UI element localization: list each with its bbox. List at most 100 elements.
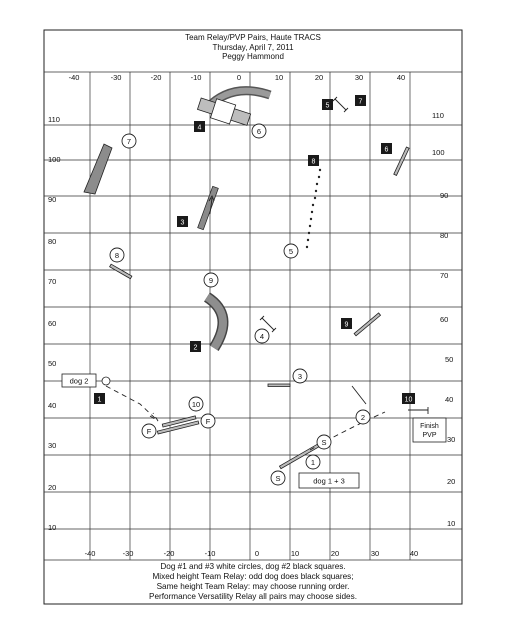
y-tick-right: 50: [445, 355, 453, 364]
y-tick-left: 40: [48, 401, 56, 410]
square-label: 2: [194, 345, 198, 352]
y-tick-right: 80: [440, 231, 448, 240]
circle-label: S: [275, 474, 280, 483]
header-line: Team Relay/PVP Pairs, Haute TRACS: [185, 33, 321, 42]
dog13-box: [298, 472, 360, 489]
circle-marker: [200, 413, 216, 429]
circle-label: 2: [361, 413, 365, 422]
x-tick-top: 40: [397, 73, 405, 82]
circle-label: S: [321, 438, 326, 447]
dog1-path: [309, 411, 386, 451]
square-label: 1: [98, 397, 102, 404]
square-marker: [94, 393, 105, 404]
square-label: 7: [359, 99, 363, 106]
circle-marker: [292, 368, 308, 384]
course-header: Team Relay/PVP Pairs, Haute TRACS Thursd…: [44, 33, 462, 62]
y-tick-left: 110: [48, 115, 60, 124]
square-label: 4: [198, 125, 202, 132]
square-marker: [308, 155, 319, 166]
circle-marker: [316, 434, 332, 450]
x-tick-bottom: 20: [331, 549, 339, 558]
circle-marker: [305, 454, 321, 470]
y-tick-right: 100: [432, 148, 445, 157]
circle-label: 8: [115, 251, 119, 260]
circle-marker: [188, 396, 204, 412]
dog2-box: [61, 373, 97, 388]
y-tick-left: 60: [48, 319, 56, 328]
circle-marker: [203, 272, 219, 288]
bar-jumps: [109, 146, 410, 470]
map-frame: [43, 29, 463, 605]
x-tick-bottom: 0: [255, 549, 259, 558]
y-tick-left: 70: [48, 277, 56, 286]
y-tick-left: 50: [48, 359, 56, 368]
weave-poles: [305, 168, 322, 249]
x-tick-bottom: -10: [205, 549, 216, 558]
square-marker: [341, 318, 352, 329]
y-tick-right: 30: [447, 435, 455, 444]
x-tick-bottom: 10: [291, 549, 299, 558]
circle-marker: [251, 123, 267, 139]
circle-marker: [141, 423, 157, 439]
square-marker: [322, 99, 333, 110]
course-footer: Dog #1 and #3 white circles, dog #2 blac…: [44, 562, 462, 602]
finish-box: [412, 417, 447, 443]
square-label: 5: [326, 103, 330, 110]
start-marker: [101, 376, 111, 386]
dog2-label: dog 2: [70, 377, 89, 386]
square-label: 8: [312, 159, 316, 166]
circle-label: 4: [260, 332, 264, 341]
footer-line: Performance Versatility Relay all pairs …: [149, 592, 357, 601]
circle-label: 5: [289, 247, 293, 256]
footer-line: Dog #1 and #3 white circles, dog #2 blac…: [160, 562, 346, 571]
x-tick-bottom: -40: [85, 549, 96, 558]
header-line: Peggy Hammond: [222, 52, 284, 62]
dog13-label: dog 1 + 3: [313, 477, 345, 486]
y-tick-right: 70: [440, 271, 448, 280]
square-marker: [355, 95, 366, 106]
circle-marker: [355, 409, 371, 425]
square-label: 6: [385, 147, 389, 154]
circle-marker: [109, 247, 125, 263]
square-marker: [402, 393, 415, 404]
y-tick-left: 10: [48, 523, 56, 532]
circle-label: 1: [311, 458, 315, 467]
square-marker: [381, 143, 392, 154]
circle-marker: [121, 133, 137, 149]
circle-label: 6: [257, 127, 261, 136]
x-tick-top: 0: [237, 73, 241, 82]
circle-label: 7: [127, 137, 131, 146]
pvp-label: PVP: [422, 432, 436, 439]
dog2-path: [105, 385, 159, 422]
x-tick-top: 30: [355, 73, 363, 82]
square-marker: [177, 216, 188, 227]
circle-label: F: [206, 417, 211, 426]
y-tick-right: 40: [445, 395, 453, 404]
footer-line: Mixed height Team Relay: odd dog does bl…: [152, 572, 354, 581]
y-tick-right: 10: [447, 519, 455, 528]
header-line: Thursday, April 7, 2011: [212, 42, 294, 52]
y-tick-right: 20: [447, 477, 455, 486]
circle-label: F: [147, 427, 152, 436]
direction-arrow: [208, 194, 215, 215]
finish-label: Finish: [420, 423, 439, 430]
table-obstacle: [196, 97, 252, 126]
x-tick-top: -20: [151, 73, 162, 82]
y-tick-right: 60: [440, 315, 448, 324]
x-tick-bottom: -20: [164, 549, 175, 558]
y-tick-left: 20: [48, 483, 56, 492]
square-label: 9: [345, 322, 349, 329]
footer-line: Same height Team Relay: may choose runni…: [156, 582, 350, 591]
y-tick-left: 100: [48, 155, 61, 164]
y-tick-right: 90: [440, 191, 448, 200]
x-tick-top: -30: [111, 73, 122, 82]
x-tick-top: -10: [191, 73, 202, 82]
circle-marker: [283, 243, 299, 259]
chute-tunnel: [83, 143, 113, 195]
y-tick-left: 90: [48, 195, 56, 204]
circle-label: 3: [298, 372, 302, 381]
y-tick-left: 30: [48, 441, 56, 450]
circle-marker: [254, 328, 270, 344]
y-tick-left: 80: [48, 237, 56, 246]
circle-marker: [270, 470, 286, 486]
